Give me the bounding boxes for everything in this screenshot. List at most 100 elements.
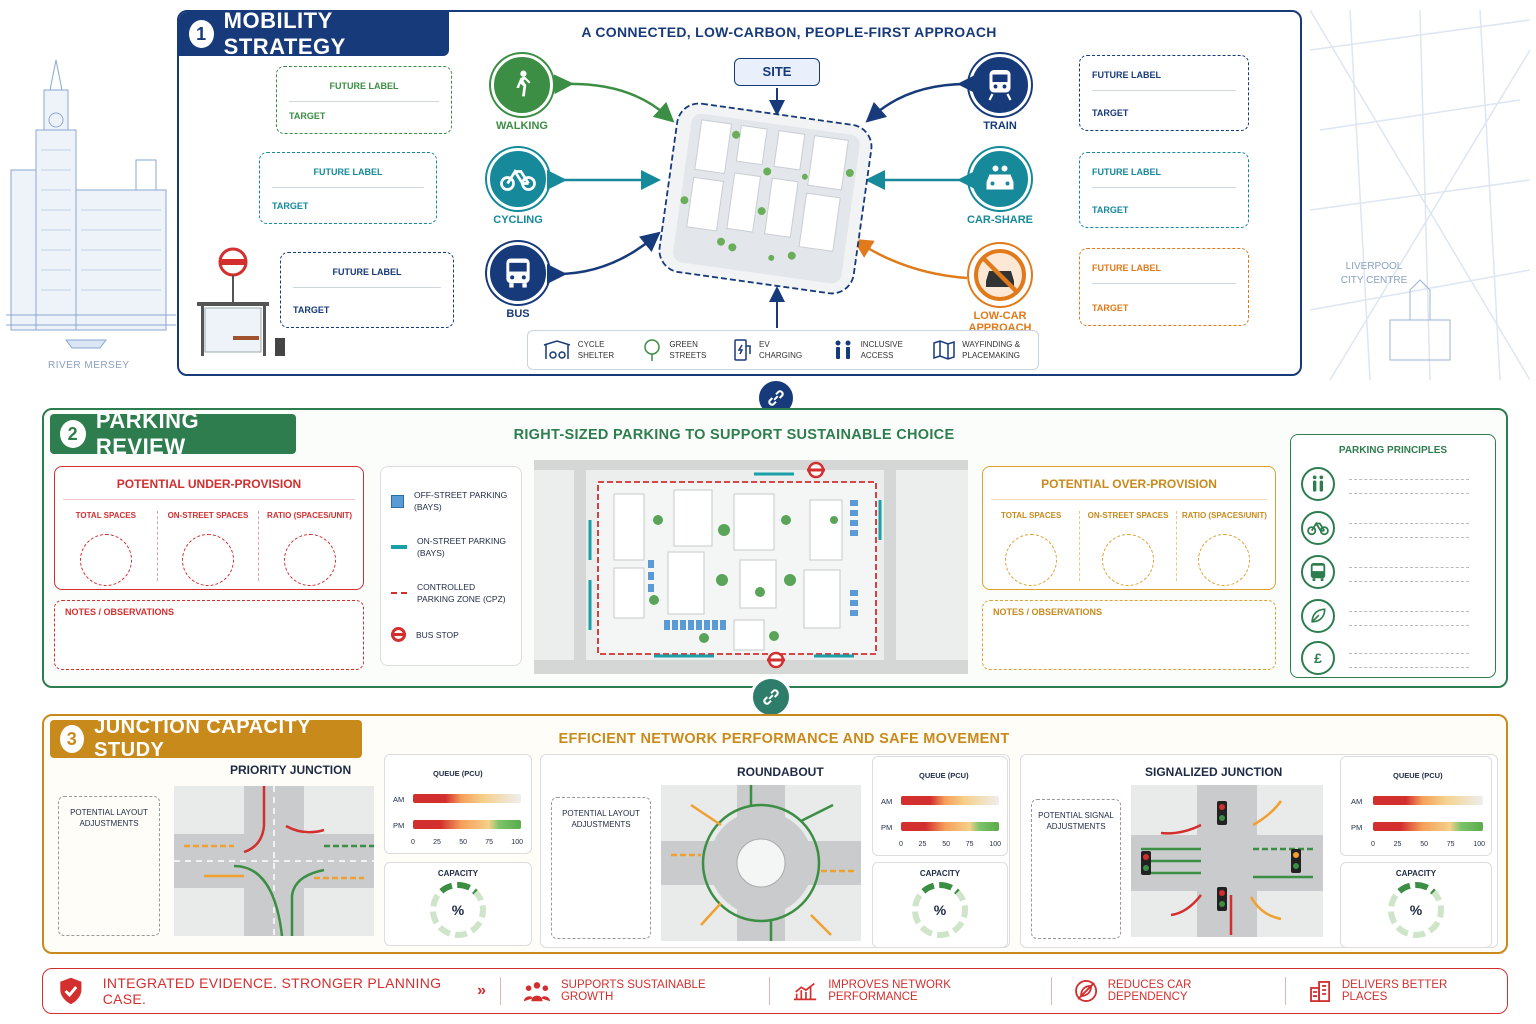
bus-icon [506, 258, 530, 288]
walking-icon [516, 70, 531, 97]
signalized-junction-diagram [1131, 785, 1323, 937]
junction-signalized-adjustments[interactable]: POTENTIAL SIGNAL ADJUSTMENTS [1031, 799, 1121, 939]
over-provision-box: POTENTIAL OVER-PROVISION TOTAL SPACES ON… [982, 466, 1276, 590]
buildings-icon [1309, 981, 1330, 1002]
section3-subtitle: EFFICIENT NETWORK PERFORMANCE AND SAFE M… [558, 731, 1010, 747]
feature-cycle-shelter: CYCLE SHELTER [532, 339, 624, 361]
parking-principles-title: PARKING PRINCIPLES [1338, 445, 1448, 456]
under-notes[interactable]: NOTES / OBSERVATIONS [54, 600, 364, 670]
footer-headline: INTEGRATED EVIDENCE. STRONGER PLANNING C… [102, 975, 442, 1007]
footer-banner: INTEGRATED EVIDENCE. STRONGER PLANNING C… [42, 968, 1508, 1014]
cycle-shelter-icon [543, 340, 571, 359]
feature-wayfinding: WAYFINDING & PLACEMAKING [922, 338, 1034, 362]
river-label: RIVER MERSEY [48, 360, 130, 371]
parking-principles: PARKING PRINCIPLES £ [1290, 434, 1496, 678]
footer-item-network: IMPROVES NETWORK PERFORMANCE [769, 977, 1050, 1005]
bus-principle-icon [1301, 555, 1335, 589]
leaf-icon [1301, 599, 1335, 633]
tree-icon [644, 339, 661, 361]
map-icon [933, 340, 955, 360]
bus-shelter-illustration [197, 247, 285, 356]
pound-icon: £ [1301, 641, 1335, 675]
over-onstreet-spaces[interactable]: ON-STREET SPACES [1079, 511, 1175, 586]
legend-onstreet: ON-STREET PARKING (BAYS) [391, 535, 511, 559]
footer-item-better-places: DELIVERS BETTER PLACES [1284, 977, 1507, 1005]
section3-title: 3 JUNCTION CAPACITY STUDY [50, 716, 362, 761]
under-total-spaces[interactable]: TOTAL SPACES [55, 511, 157, 586]
section1-title-text: MOBILITY STRATEGY [223, 8, 346, 59]
junction-roundabout-title: ROUNDABOUT [737, 765, 824, 779]
junction-priority-title: PRIORITY JUNCTION [230, 763, 352, 777]
mobility-connectors [546, 73, 978, 328]
legend-cpz: CONTROLLED PARKING ZONE (CPZ) [391, 581, 511, 605]
section1-title: 1 MOBILITY STRATEGY [179, 8, 449, 59]
section1-subtitle: A CONNECTED, LOW-CARBON, PEOPLE-FIRST AP… [581, 24, 997, 40]
capacity-gauge-roundabout: CAPACITY% [872, 862, 1008, 948]
mode-walking[interactable]: WALKING [477, 54, 567, 132]
over-provision-title: POTENTIAL OVER-PROVISION [1041, 477, 1217, 491]
junction-priority: PRIORITY JUNCTION POTENTIAL LAYOUT ADJUS… [48, 752, 536, 946]
section3-title-text: JUNCTION CAPACITY STUDY [94, 716, 311, 761]
link-icon-2 [750, 676, 792, 718]
section2-title-text: PARKING REVIEW [95, 408, 200, 459]
bicycle-principle-icon [1301, 511, 1335, 545]
junction-priority-adjustments[interactable]: POTENTIAL LAYOUT ADJUSTMENTS [58, 796, 160, 936]
pedestrians-icon [1301, 467, 1335, 501]
car-share-icon [986, 165, 1014, 190]
over-notes[interactable]: NOTES / OBSERVATIONS [982, 600, 1276, 670]
bicycle-icon [500, 168, 536, 191]
section2-subtitle: RIGHT-SIZED PARKING TO SUPPORT SUSTAINAB… [513, 427, 955, 443]
legend-bus-stop: BUS STOP [391, 627, 511, 642]
leaf-slash-icon [1074, 980, 1097, 1002]
over-ratio[interactable]: RATIO (SPACES/UNIT) [1175, 511, 1272, 586]
mobility-strategy-panel: 1 MOBILITY STRATEGY A CONNECTED, LOW-CAR… [177, 8, 1302, 376]
parking-site-plan [534, 460, 968, 674]
no-car-icon [974, 249, 1026, 301]
community-icon [523, 982, 551, 1002]
feature-inclusive-access: INCLUSIVE ACCESS [821, 338, 915, 362]
junction-signalized-title: SIGNALIZED JUNCTION [1145, 765, 1283, 779]
chain-link-icon [763, 689, 779, 705]
chart-growth-icon [794, 982, 817, 1001]
over-total-spaces[interactable]: TOTAL SPACES [983, 511, 1079, 586]
train-icon [988, 70, 1012, 101]
people-icon [835, 340, 851, 359]
parking-review-panel: 2 PARKING REVIEW RIGHT-SIZED PARKING TO … [42, 408, 1508, 688]
section2-number: 2 [60, 420, 86, 448]
feature-ev-charging: EV CHARGING [723, 338, 813, 362]
junction-roundabout-adjustments[interactable]: POTENTIAL LAYOUT ADJUSTMENTS [551, 797, 651, 939]
feature-green-streets: GREEN STREETS [631, 338, 715, 362]
section1-number: 1 [189, 20, 214, 48]
mode-lowcar[interactable]: LOW-CAR APPROACH [955, 244, 1045, 334]
junction-signalized: SIGNALIZED JUNCTION POTENTIAL SIGNAL ADJ… [1020, 754, 1498, 948]
ev-charging-icon [734, 339, 751, 361]
chain-link-icon [768, 390, 784, 406]
footer-item-car-dependency: REDUCES CAR DEPENDENCY [1050, 977, 1285, 1005]
city-map-illustration [1310, 10, 1530, 380]
mode-train[interactable]: TRAIN [955, 54, 1045, 132]
mode-bus[interactable]: BUS [473, 242, 563, 320]
priority-junction-diagram [174, 786, 374, 936]
under-provision-box: POTENTIAL UNDER-PROVISION TOTAL SPACES O… [54, 466, 364, 590]
double-chevron-icon: » [477, 982, 487, 999]
shield-check-icon [60, 977, 82, 1005]
parking-legend: OFF-STREET PARKING (BAYS) ON-STREET PARK… [380, 466, 522, 666]
section2-title: 2 PARKING REVIEW [50, 408, 296, 459]
under-onstreet-spaces[interactable]: ON-STREET SPACES [156, 511, 259, 586]
features-strip: CYCLE SHELTER GREEN STREETS EV CHARGING … [527, 330, 1039, 370]
liverbuilding-illustration [6, 59, 176, 349]
legend-offstreet: OFF-STREET PARKING (BAYS) [391, 489, 511, 513]
under-provision-title: POTENTIAL UNDER-PROVISION [116, 477, 302, 491]
capacity-gauge-signalized: CAPACITY% [1340, 862, 1492, 948]
under-ratio[interactable]: RATIO (SPACES/UNIT) [258, 511, 360, 586]
roundabout-diagram [661, 785, 861, 941]
